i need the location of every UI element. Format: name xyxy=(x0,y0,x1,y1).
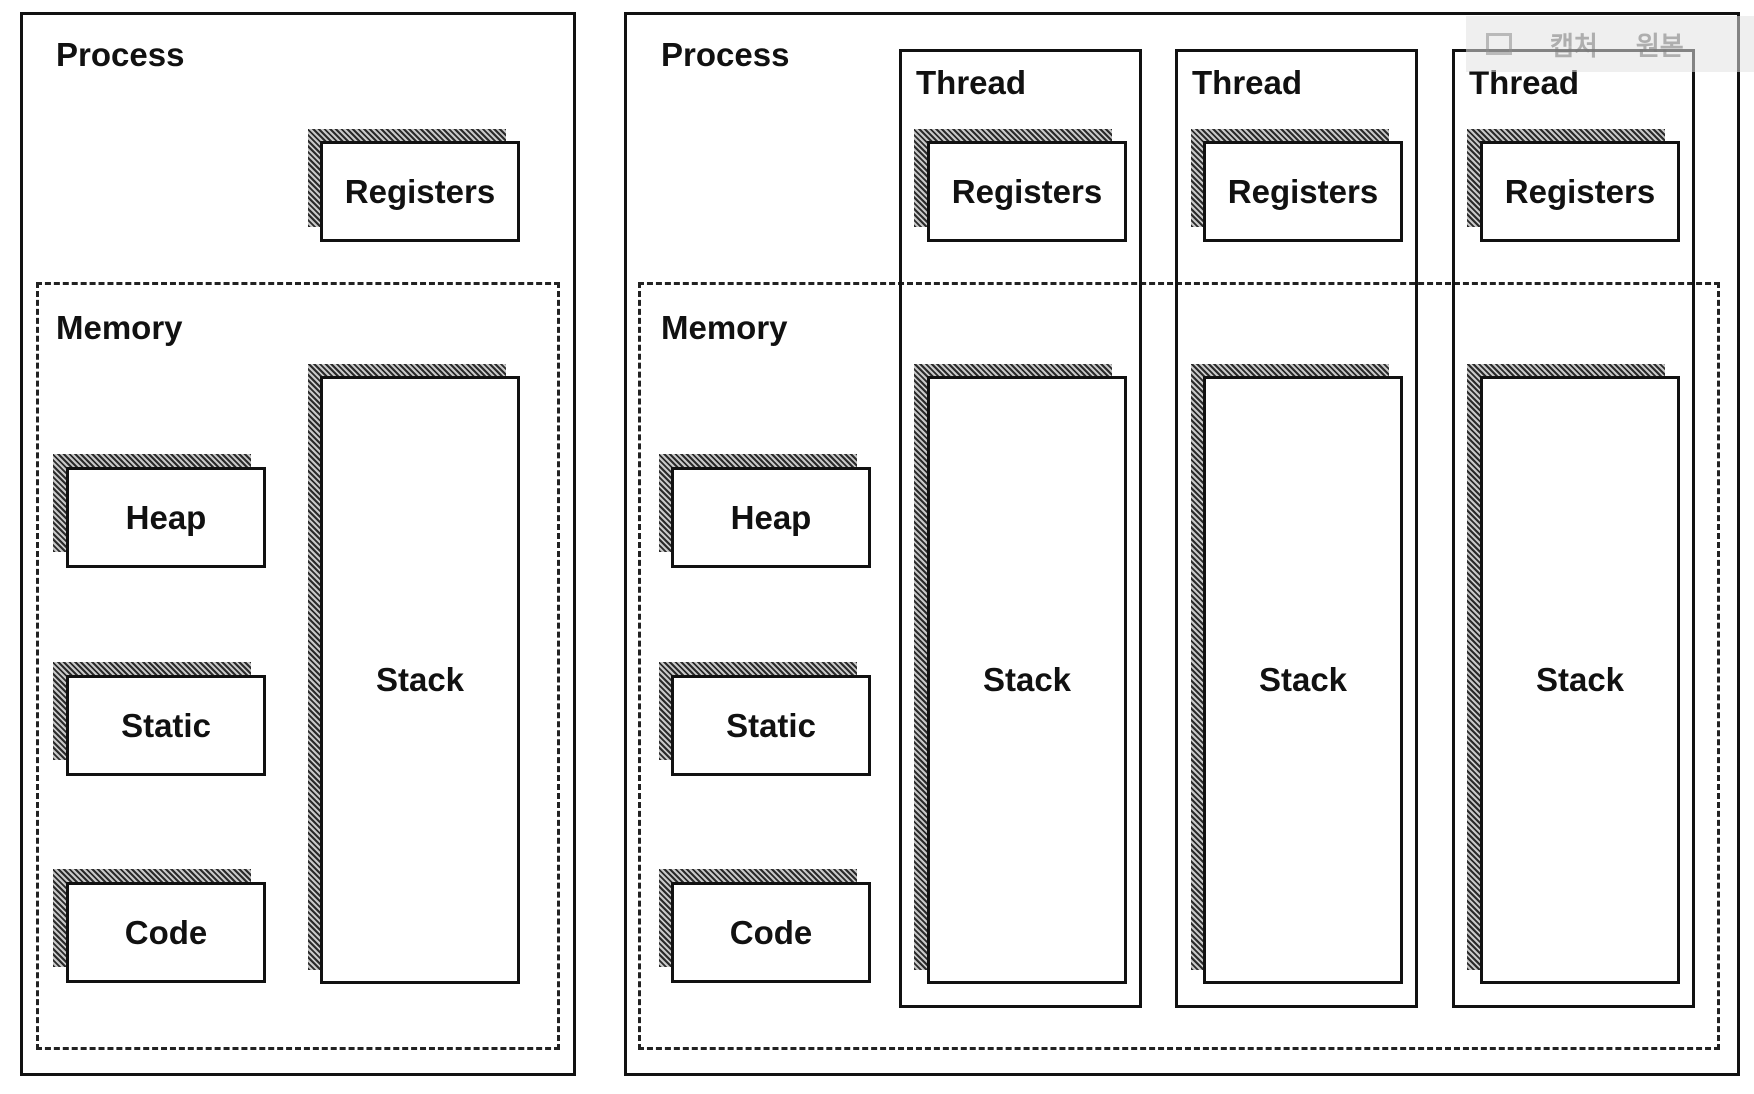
overlay-item-original[interactable]: 원본 xyxy=(1635,30,1684,61)
registers-label: Registers xyxy=(1504,172,1656,210)
stack-label: Stack xyxy=(375,661,465,698)
stack-label: Stack xyxy=(982,661,1072,698)
thread-label: Thread xyxy=(1192,64,1303,101)
memory-region xyxy=(36,282,560,1050)
static-box: Static xyxy=(671,675,871,776)
thread-2 xyxy=(1175,49,1418,1008)
stack-label: Stack xyxy=(1535,661,1625,698)
stack-box: Stack xyxy=(320,376,520,984)
code-box: Code xyxy=(66,882,266,983)
overlay-item-capture[interactable]: 캡처 xyxy=(1550,30,1598,61)
heap-label: Heap xyxy=(730,498,812,536)
code-label: Code xyxy=(124,913,208,951)
stack-box: Stack xyxy=(1203,376,1403,984)
static-label: Static xyxy=(726,706,816,744)
memory-label: Memory xyxy=(56,309,183,346)
memory-region xyxy=(638,282,1720,1050)
heap-box: Heap xyxy=(66,467,266,568)
heap-label: Heap xyxy=(125,498,207,536)
static-label: Static xyxy=(121,706,211,744)
registers-label: Registers xyxy=(344,172,496,210)
heap-box: Heap xyxy=(671,467,871,568)
code-label: Code xyxy=(729,913,813,951)
stack-box: Stack xyxy=(927,376,1127,984)
stack-label: Stack xyxy=(1258,661,1348,698)
registers-label: Registers xyxy=(1227,172,1379,210)
static-box: Static xyxy=(66,675,266,776)
registers-box: Registers xyxy=(1203,141,1403,242)
registers-box: Registers xyxy=(1480,141,1680,242)
process-label: Process xyxy=(661,36,790,73)
thread-1 xyxy=(899,49,1142,1008)
registers-label: Registers xyxy=(951,172,1103,210)
process-label: Process xyxy=(56,36,185,73)
registers-box: Registers xyxy=(320,141,520,242)
stack-box: Stack xyxy=(1480,376,1680,984)
memory-label: Memory xyxy=(661,309,788,346)
thread-label: Thread xyxy=(916,64,1027,101)
registers-box: Registers xyxy=(927,141,1127,242)
window-icon[interactable] xyxy=(1486,33,1512,55)
code-box: Code xyxy=(671,882,871,983)
corner-toolbar-overlay: 캡처 원본 xyxy=(1466,16,1754,72)
